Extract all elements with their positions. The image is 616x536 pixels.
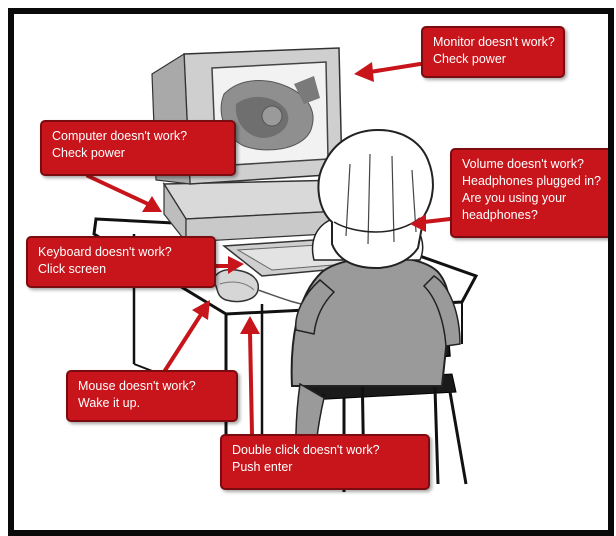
callout-keyboard-line1: Keyboard doesn't work? — [38, 245, 172, 259]
callout-doubleclick-line2: Push enter — [232, 460, 293, 474]
callout-volume-line2: Headphones plugged in? — [462, 174, 602, 188]
callout-mouse: Mouse doesn't work? Wake it up. — [66, 370, 238, 422]
arrow-volume — [422, 217, 452, 224]
callout-computer: Computer doesn't work? Check power — [40, 120, 236, 176]
callout-keyboard-line2: Click screen — [38, 262, 107, 276]
callout-monitor-line1: Monitor doesn't work? — [433, 35, 555, 49]
arrow-computer-head — [142, 196, 162, 212]
callout-doubleclick-line1: Double click doesn't work? — [232, 443, 380, 457]
arrow-monitor-head — [354, 62, 374, 82]
callout-volume-line1: Volume doesn't work? — [462, 157, 584, 171]
arrow-mouse-head — [192, 300, 210, 320]
callout-mouse-line2: Wake it up. — [78, 396, 141, 410]
arrow-doubleclick — [248, 330, 254, 436]
callout-mouse-line1: Mouse doesn't work? — [78, 379, 196, 393]
arrow-keyboard-head — [228, 256, 244, 274]
pointer-arrows — [86, 62, 452, 436]
callout-keyboard: Keyboard doesn't work? Click screen — [26, 236, 216, 288]
callout-computer-line2: Check power — [52, 146, 125, 160]
arrow-mouse — [162, 314, 202, 374]
arrow-volume-head — [410, 214, 426, 232]
callout-volume-line3: Are you using your — [462, 191, 567, 205]
callout-volume: Volume doesn't work? Headphones plugged … — [450, 148, 608, 238]
arrow-monitor — [368, 62, 422, 74]
callout-doubleclick: Double click doesn't work? Push enter — [220, 434, 430, 490]
arrow-computer — [86, 174, 150, 206]
callout-monitor-line2: Check power — [433, 52, 506, 66]
callout-computer-line1: Computer doesn't work? — [52, 129, 188, 143]
illustration-frame: Monitor doesn't work? Check power Comput… — [8, 8, 614, 536]
callout-volume-line4: headphones? — [462, 208, 538, 222]
mouse — [213, 268, 315, 307]
callout-monitor: Monitor doesn't work? Check power — [421, 26, 565, 78]
arrow-doubleclick-head — [240, 316, 260, 334]
